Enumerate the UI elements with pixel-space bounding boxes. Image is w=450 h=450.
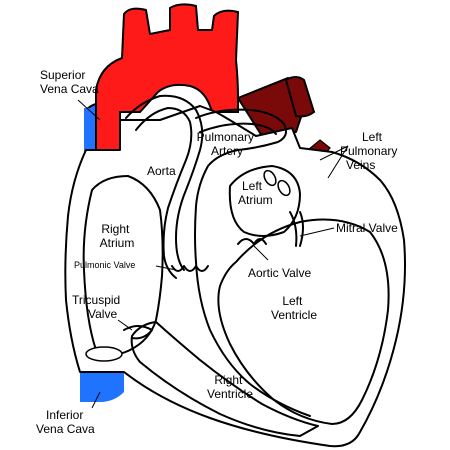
inferior-vena-cava-vessel xyxy=(80,372,124,402)
pulmonary-artery-channel-inner xyxy=(199,122,277,135)
leader-left-pulmonary-veins-2 xyxy=(327,145,349,179)
pulmonary-vein-opening-2 xyxy=(277,179,291,197)
tricuspid-valve-shape xyxy=(123,325,153,340)
label-pulmonic-valve: Pulmonic Valve xyxy=(74,260,135,270)
left-ventricle-chamber xyxy=(217,218,390,425)
label-mitral-valve: Mitral Valve xyxy=(336,221,398,235)
leader-left-pulmonary-veins-1 xyxy=(319,145,349,161)
label-aortic-valve: Aortic Valve xyxy=(248,266,311,280)
right-atrium-chamber xyxy=(82,175,164,356)
label-aorta: Aorta xyxy=(147,164,176,178)
label-right-ventricle: Right Ventricle xyxy=(207,373,253,401)
pulmonary-artery-channel xyxy=(194,108,287,263)
aorta-channel-inner xyxy=(135,107,193,279)
pulmonary-artery-branch-tip xyxy=(284,76,316,118)
inferior-vena-cava-opening xyxy=(85,346,123,362)
leader-inferior-vena-cava xyxy=(91,391,101,409)
leader-tricuspid-valve xyxy=(117,319,133,331)
leader-mitral-valve xyxy=(299,227,335,237)
left-atrium-chamber xyxy=(228,165,301,237)
leader-pulmonic-valve xyxy=(155,265,177,271)
leader-aortic-valve xyxy=(253,245,269,261)
label-left-atrium: Left Atrium xyxy=(238,179,273,207)
label-superior-vena-cava: Superior Vena Cava xyxy=(40,68,99,96)
aorta-channel xyxy=(125,94,204,271)
label-inferior-vena-cava: Inferior Vena Cava xyxy=(36,408,95,436)
leader-superior-vena-cava xyxy=(77,99,101,121)
label-left-ventricle: Left Ventricle xyxy=(271,294,317,322)
pulmonary-vein-opening-1 xyxy=(263,169,277,187)
interventricular-septum xyxy=(195,261,311,417)
aortic-valve-shape xyxy=(237,238,267,245)
label-tricuspid-valve: Tricuspid Valve xyxy=(72,293,124,321)
aortic-arch xyxy=(95,3,240,151)
right-ventricle-chamber xyxy=(130,321,319,437)
label-right-atrium: Right Atrium xyxy=(100,222,135,250)
mitral-valve-shape xyxy=(289,211,304,247)
label-left-pulmonary-veins: Left Pulmonary Veins xyxy=(340,130,401,172)
label-pulmonary-artery: Pulmonary Artery xyxy=(197,130,258,158)
pulmonic-valve-shape xyxy=(171,265,209,272)
